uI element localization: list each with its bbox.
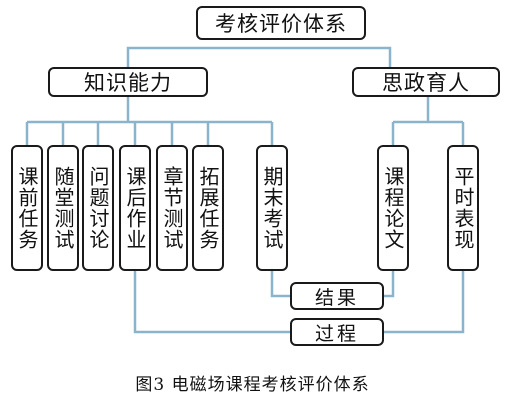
branch-knowledge-ability: 知识能力 bbox=[48, 67, 208, 97]
item-problem-discussion: 问题讨论 bbox=[82, 145, 114, 271]
process-tag: 过程 bbox=[290, 318, 384, 346]
item-final-exam: 期末考试 bbox=[256, 145, 288, 271]
item-pre-class-task: 课前任务 bbox=[11, 145, 43, 271]
item-in-class-quiz: 随堂测试 bbox=[47, 145, 79, 271]
item-daily-performance: 平时表现 bbox=[447, 145, 479, 271]
item-chapter-test: 章节测试 bbox=[156, 145, 188, 271]
figure-caption: 图3 电磁场课程考核评价体系 bbox=[135, 375, 370, 395]
branch-ideological-education: 思政育人 bbox=[352, 67, 500, 97]
item-course-paper: 课程论文 bbox=[377, 145, 409, 271]
item-homework: 课后作业 bbox=[119, 145, 151, 271]
root-node: 考核评价体系 bbox=[196, 6, 366, 40]
item-extension-task: 拓展任务 bbox=[192, 145, 224, 271]
result-tag: 结果 bbox=[290, 282, 384, 310]
root-connector bbox=[126, 46, 392, 67]
